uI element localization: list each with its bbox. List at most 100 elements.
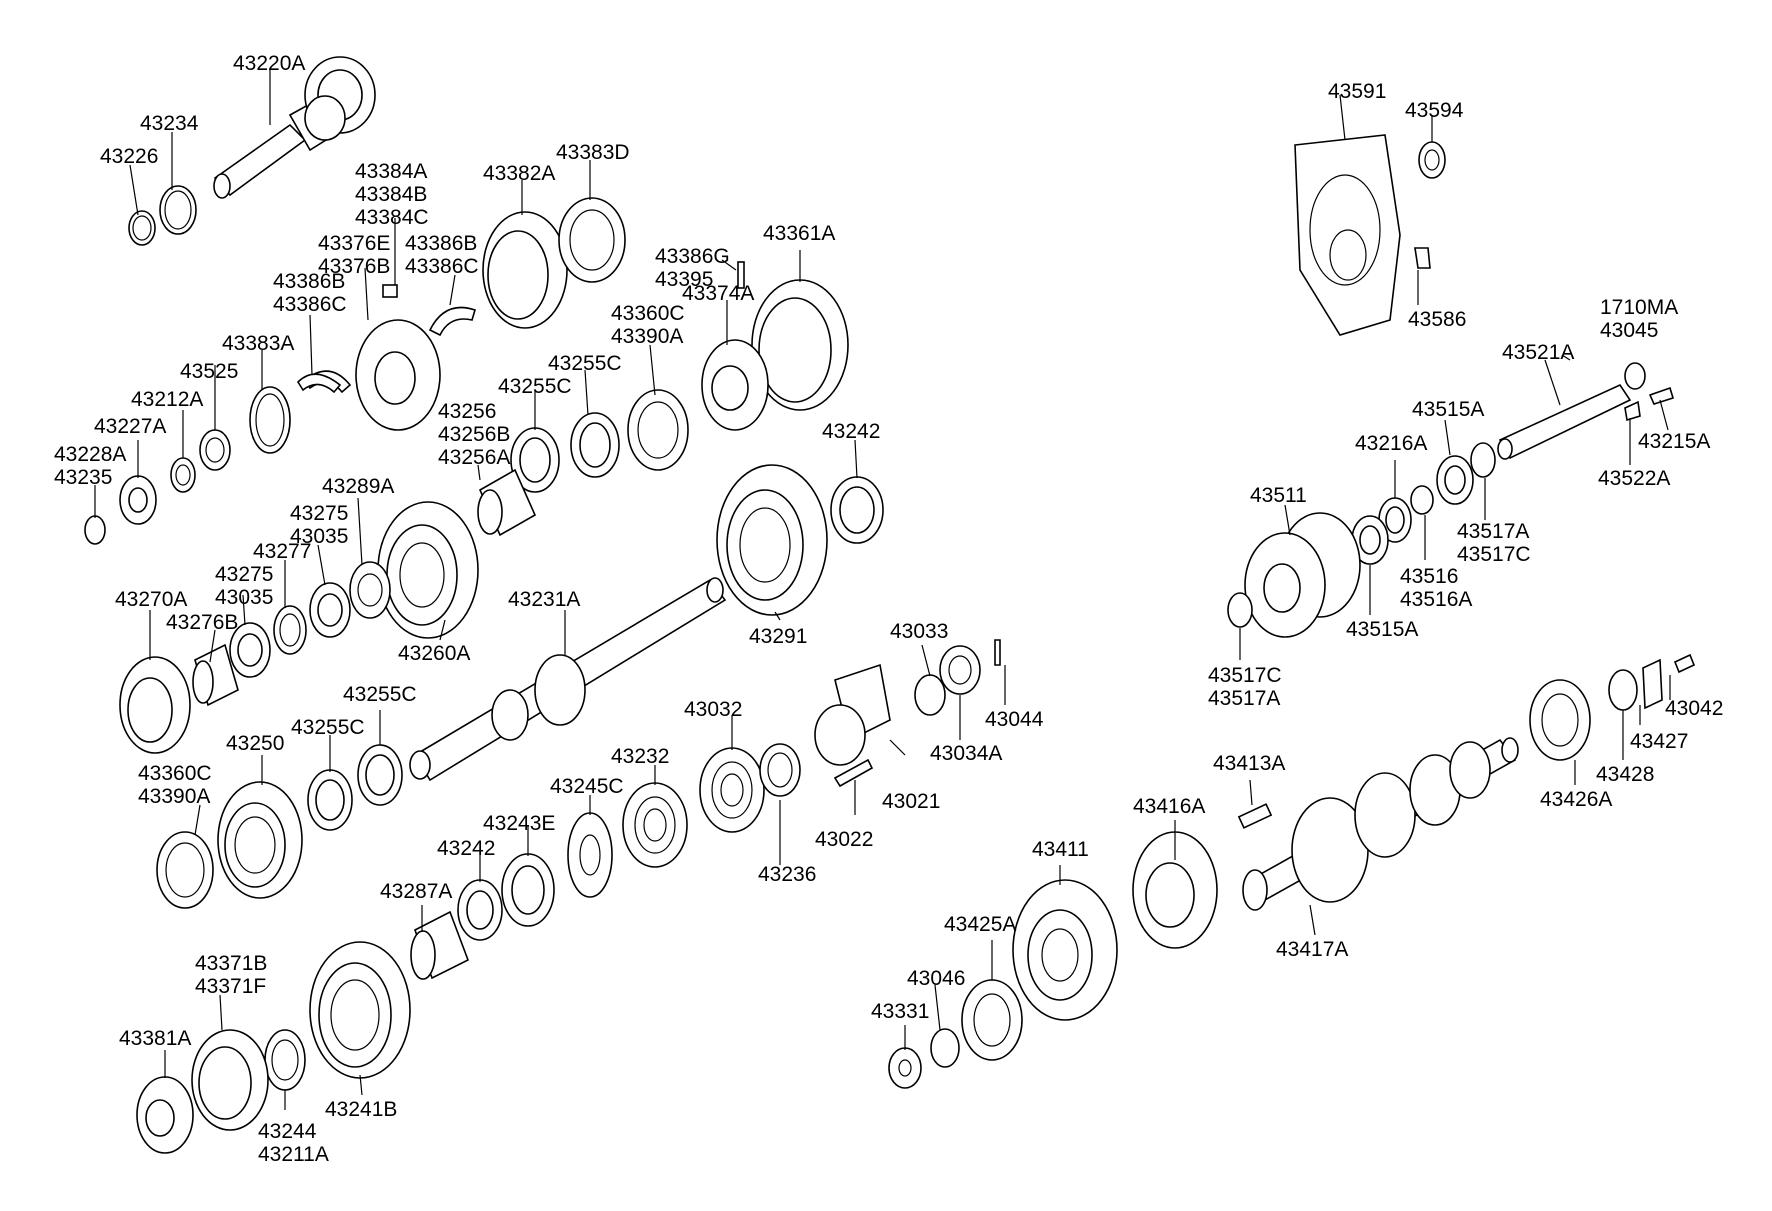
part-label[interactable]: 43236 <box>758 863 816 886</box>
part-label[interactable]: 43044 <box>985 708 1043 731</box>
plate-43245C[interactable] <box>567 812 613 898</box>
ring-43383A[interactable] <box>249 386 291 454</box>
gear-43250[interactable] <box>217 781 303 899</box>
bushing-43287A[interactable] <box>410 910 470 980</box>
part-label[interactable]: 43260A <box>398 642 470 665</box>
bolt-43215A[interactable] <box>1648 386 1674 405</box>
part-label[interactable]: 43521A <box>1502 341 1574 364</box>
gear-43270A[interactable] <box>119 656 191 754</box>
part-label[interactable]: 43242 <box>437 837 495 860</box>
gear-43291[interactable] <box>716 464 828 616</box>
bearing-43227A[interactable] <box>119 475 157 525</box>
part-label[interactable]: 43255C <box>548 352 622 375</box>
part-label[interactable]: 43042 <box>1665 697 1723 720</box>
part-label[interactable]: 43291 <box>749 625 807 648</box>
part-label[interactable]: 43232 <box>611 745 669 768</box>
part-label[interactable]: 43515A <box>1412 398 1484 421</box>
sync-ring-43360C-b[interactable] <box>156 831 214 909</box>
part-label[interactable]: 43425A <box>944 913 1016 936</box>
half-ring-43386B[interactable] <box>428 306 476 337</box>
part-label[interactable]: 43242 <box>822 420 880 443</box>
lock-plate-43522A[interactable] <box>1624 400 1641 422</box>
main-shaft-43231A[interactable] <box>409 577 727 782</box>
snap-ring-43234[interactable] <box>159 185 197 235</box>
nut-43034A[interactable] <box>939 645 981 695</box>
bolt-43042[interactable] <box>1673 653 1696 674</box>
part-label[interactable]: 43034A <box>930 742 1002 765</box>
part-label[interactable]: 43383D <box>556 141 630 164</box>
part-label[interactable]: 43277 <box>253 540 311 563</box>
sync-ring-43360C[interactable] <box>627 389 689 471</box>
sync-ring-43383D[interactable] <box>558 197 626 283</box>
snap-ring-43046[interactable] <box>930 1028 960 1068</box>
hub-43381A[interactable] <box>136 1076 194 1154</box>
part-label[interactable]: 43417A <box>1276 938 1348 961</box>
part-label[interactable]: 43411 <box>1032 838 1089 861</box>
part-label[interactable]: 43227A <box>94 415 166 438</box>
part-label[interactable]: 43426A <box>1540 788 1612 811</box>
part-label[interactable]: 43522A <box>1598 467 1670 490</box>
part-label[interactable]: 43381A <box>119 1027 191 1050</box>
part-label[interactable]: 43270A <box>115 588 187 611</box>
part-label[interactable]: 43255C <box>291 716 365 739</box>
part-label[interactable]: 43382A <box>483 162 555 185</box>
hub-43374A[interactable] <box>701 339 769 431</box>
part-label[interactable]: 43220A <box>233 52 305 75</box>
part-label[interactable]: 43511 <box>1250 484 1307 507</box>
part-label[interactable]: 43216A <box>1355 432 1427 455</box>
part-label[interactable]: 43033 <box>890 620 948 643</box>
part-label[interactable]: 43331 <box>871 1000 929 1023</box>
lock-plate-43427[interactable] <box>1642 658 1663 710</box>
gear-43241B[interactable] <box>309 941 411 1079</box>
part-label[interactable]: 43241B <box>325 1098 397 1121</box>
part-label[interactable]: 43032 <box>684 698 742 721</box>
part-label[interactable]: 43255C <box>343 683 417 706</box>
part-label[interactable]: 43243E <box>483 812 555 835</box>
flange-43021[interactable] <box>814 663 891 766</box>
bearing-43426A[interactable] <box>1529 679 1591 761</box>
sleeve-43382A[interactable] <box>482 211 568 329</box>
part-label[interactable]: 43413A <box>1213 752 1285 775</box>
part-label[interactable]: 43245C <box>550 775 624 798</box>
part-label[interactable]: 43586 <box>1408 308 1466 331</box>
part-label[interactable]: 43591 <box>1328 80 1386 103</box>
part-label[interactable]: 43212A <box>131 388 203 411</box>
part-label[interactable]: 43022 <box>815 828 873 851</box>
part-label[interactable]: 43374A <box>682 282 754 305</box>
ring-43277[interactable] <box>273 605 307 655</box>
countershaft-43417A[interactable] <box>1242 737 1519 911</box>
hub-43376E[interactable] <box>355 319 441 431</box>
bolt-43586[interactable] <box>1414 247 1431 269</box>
part-label[interactable]: 43361A <box>763 222 835 245</box>
part-label[interactable]: 43427 <box>1630 730 1688 753</box>
washer-43289A[interactable] <box>349 561 391 619</box>
part-label[interactable]: 43255C <box>498 375 572 398</box>
gear-43411[interactable] <box>1012 879 1118 1021</box>
part-label[interactable]: 43416A <box>1133 795 1205 818</box>
gear-43511[interactable] <box>1244 512 1361 638</box>
bolt-43022[interactable] <box>833 758 874 788</box>
part-label[interactable]: 43276B <box>166 611 238 634</box>
part-label[interactable]: 43383A <box>222 332 294 355</box>
plate-43517A[interactable] <box>1470 442 1496 478</box>
spring-43386G[interactable] <box>737 261 745 289</box>
part-label[interactable]: 43289A <box>322 475 394 498</box>
part-label[interactable]: 43231A <box>508 588 580 611</box>
plate-43517C[interactable] <box>1227 592 1253 628</box>
o-ring-43045[interactable] <box>1624 362 1646 390</box>
part-label[interactable]: 43428 <box>1596 763 1654 786</box>
part-label[interactable]: 43226 <box>100 145 158 168</box>
seal-43236[interactable] <box>759 743 801 797</box>
